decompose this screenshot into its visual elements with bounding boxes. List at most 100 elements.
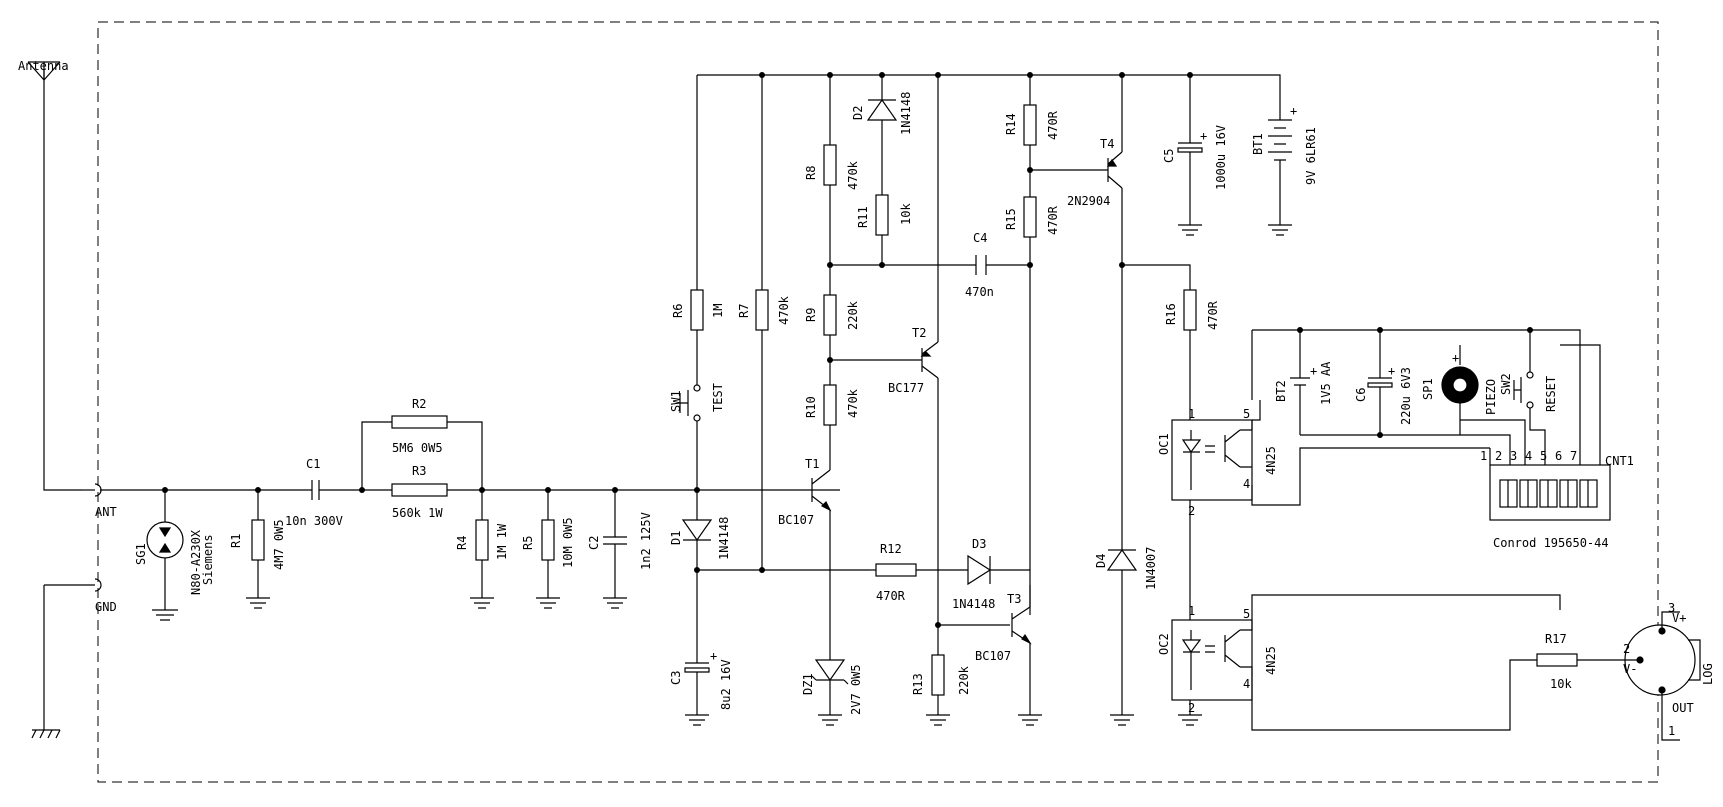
bt1-label: BT1 (1251, 133, 1265, 155)
enclosure-border (97, 21, 1659, 783)
c4-label: C4 (973, 231, 987, 245)
r16-wire (1122, 264, 1191, 290)
counter-bus-top (1251, 329, 1581, 465)
oc2-pin5: 5 (1243, 607, 1250, 621)
junction (1027, 262, 1033, 268)
r2-label: R2 (412, 397, 426, 411)
r12-label: R12 (880, 542, 902, 556)
sw2-value: RESET (1544, 376, 1558, 412)
oc1-pin4: 4 (1243, 477, 1250, 491)
cnt1-pin7: 7 (1570, 449, 1577, 463)
r17-label: R17 (1545, 632, 1567, 646)
c4-value: 470n (965, 285, 994, 299)
d4-diode (1106, 530, 1138, 726)
sg1-spark-gap (146, 490, 184, 621)
dz1-value: 2V7 0W5 (849, 664, 863, 715)
junction (879, 262, 885, 268)
c1-capacitor (305, 480, 324, 500)
r3-label: R3 (412, 464, 426, 478)
c6-value: 220u 6V3 (1399, 367, 1413, 425)
log-vminus: V- (1623, 662, 1637, 676)
oc2-optocoupler (1171, 600, 1253, 726)
log-connector (1620, 611, 1701, 741)
antenna-label: Antenna (18, 59, 69, 73)
r3-value: 560k 1W (392, 506, 443, 520)
cnt1-pin5: 5 (1540, 449, 1547, 463)
r14-resistor (1023, 75, 1037, 197)
r11-resistor (875, 194, 889, 265)
log-vplus: V+ (1672, 611, 1686, 625)
r10-label: R10 (804, 396, 818, 418)
sw2-label: SW2 (1499, 373, 1513, 395)
t4-transistor (1106, 75, 1123, 530)
t3-label: T3 (1007, 592, 1021, 606)
r13-label: R13 (911, 673, 925, 695)
t3-transistor (1011, 585, 1042, 726)
log-pin2: 2 (1623, 642, 1630, 656)
junction (612, 487, 618, 493)
t4-label: T4 (1100, 137, 1114, 151)
r9-label: R9 (804, 308, 818, 322)
bt2-value: 1V5 AA (1319, 361, 1333, 405)
junction (759, 72, 765, 78)
c6-capacitor (1367, 330, 1393, 435)
oc2-pin2: 2 (1188, 701, 1195, 715)
c3-plus: + (710, 649, 717, 663)
oc1-value: 4N25 (1264, 446, 1278, 475)
supply-rail (697, 74, 1281, 105)
c6-plus: + (1388, 364, 1395, 378)
junction (879, 72, 885, 78)
oc2-pin4: 4 (1243, 677, 1250, 691)
cnt1-pin3: 3 (1510, 449, 1517, 463)
r15-label: R15 (1004, 208, 1018, 230)
oc2-pin1: 1 (1188, 604, 1195, 618)
sp1-value: PIEZO (1484, 379, 1498, 415)
d1-label: D1 (669, 531, 683, 545)
r6-resistor (690, 75, 704, 385)
c5-value: 1000u 16V (1214, 125, 1228, 190)
oc2-value: 4N25 (1264, 646, 1278, 675)
r5-resistor (536, 490, 560, 609)
r15-value: 470R (1046, 205, 1060, 235)
sw1-switch (679, 384, 701, 490)
d3-label: D3 (972, 537, 986, 551)
sg1-label: SG1 (134, 543, 148, 565)
piezo-wire (1460, 419, 1526, 465)
oc2-output-wire (1240, 594, 1561, 731)
r14-value: 470R (1046, 110, 1060, 140)
junction (1027, 72, 1033, 78)
oc1-pin2: 2 (1188, 504, 1195, 518)
r7-value: 470k (777, 295, 791, 325)
d2-label: D2 (851, 106, 865, 120)
cnt1-pin4: 4 (1525, 449, 1532, 463)
junction (162, 487, 168, 493)
t1-transistor (811, 420, 832, 640)
cnt1-pin1: 1 (1480, 449, 1487, 463)
r4-resistor (470, 490, 494, 609)
t1-label: T1 (805, 457, 819, 471)
r16-value: 470R (1206, 300, 1220, 330)
r2-value: 5M6 0W5 (392, 441, 443, 455)
sw2-switch (1513, 330, 1546, 465)
cnt1-value: Conrod 195650-44 (1493, 536, 1609, 550)
r16-resistor (1183, 289, 1197, 420)
oc1-output-wire (1251, 400, 1490, 506)
piezo-wire-2 (1560, 344, 1601, 465)
antenna-symbol (27, 61, 82, 491)
log-pin3: 3 (1668, 601, 1675, 615)
r9-value: 220k (846, 300, 860, 330)
r7-resistor (755, 75, 769, 570)
c4-capacitor (975, 255, 987, 275)
junction (1119, 72, 1125, 78)
r9-resistor (823, 265, 837, 385)
d4-value: 1N4007 (1144, 547, 1158, 590)
c6-label: C6 (1354, 388, 1368, 402)
r4-label: R4 (455, 536, 469, 550)
sg1-part: N80-A230X (189, 529, 203, 595)
oc2-label: OC2 (1157, 633, 1171, 655)
c2-capacitor (603, 490, 627, 609)
r17-resistor (1536, 653, 1620, 667)
r1-value: 4M7 0W5 (272, 519, 286, 570)
r8-resistor (823, 75, 837, 265)
